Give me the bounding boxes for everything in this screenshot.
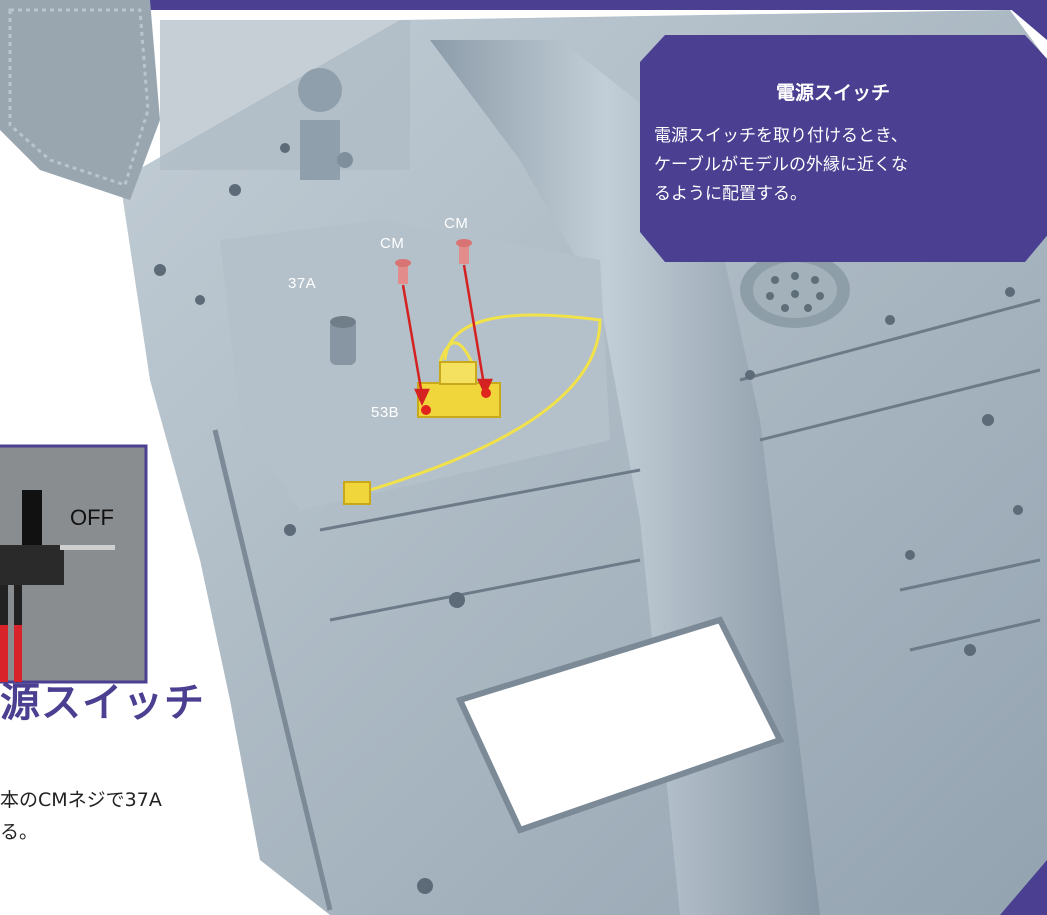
floor-grooves	[319, 298, 1041, 652]
battery-opening	[455, 616, 785, 834]
post-37a	[330, 320, 356, 365]
callout: 電源スイッチ 電源スイッチを取り付けるとき、 ケーブルがモデルの外縁に近くな る…	[638, 72, 1028, 252]
label-37a: 37A	[288, 275, 317, 292]
callout-body: 電源スイッチを取り付けるとき、 ケーブルがモデルの外縁に近くな るように配置する…	[654, 126, 908, 204]
left-recess	[220, 220, 610, 510]
screw-cm-left	[398, 262, 408, 284]
switch-cable	[369, 313, 602, 492]
callout-box	[640, 35, 1047, 262]
off-label: OFF	[70, 505, 114, 530]
screw-arrows	[401, 264, 493, 406]
label-cm-left: CM	[380, 235, 405, 252]
screw-cm-right	[459, 242, 469, 264]
instruction-text: 本のCMネジで37A る。	[0, 789, 162, 843]
section-heading: 源スイッチ	[0, 680, 205, 726]
mounting-holes	[154, 143, 1023, 894]
top-border	[0, 0, 1047, 10]
corner-bottom-right	[1000, 860, 1047, 915]
tire	[0, 0, 160, 200]
label-cm-right: CM	[444, 215, 469, 232]
corner-top-right	[1000, 0, 1047, 40]
label-53b: 53B	[371, 404, 400, 421]
switch-connector	[343, 481, 371, 505]
callout-title: 電源スイッチ	[775, 82, 890, 104]
